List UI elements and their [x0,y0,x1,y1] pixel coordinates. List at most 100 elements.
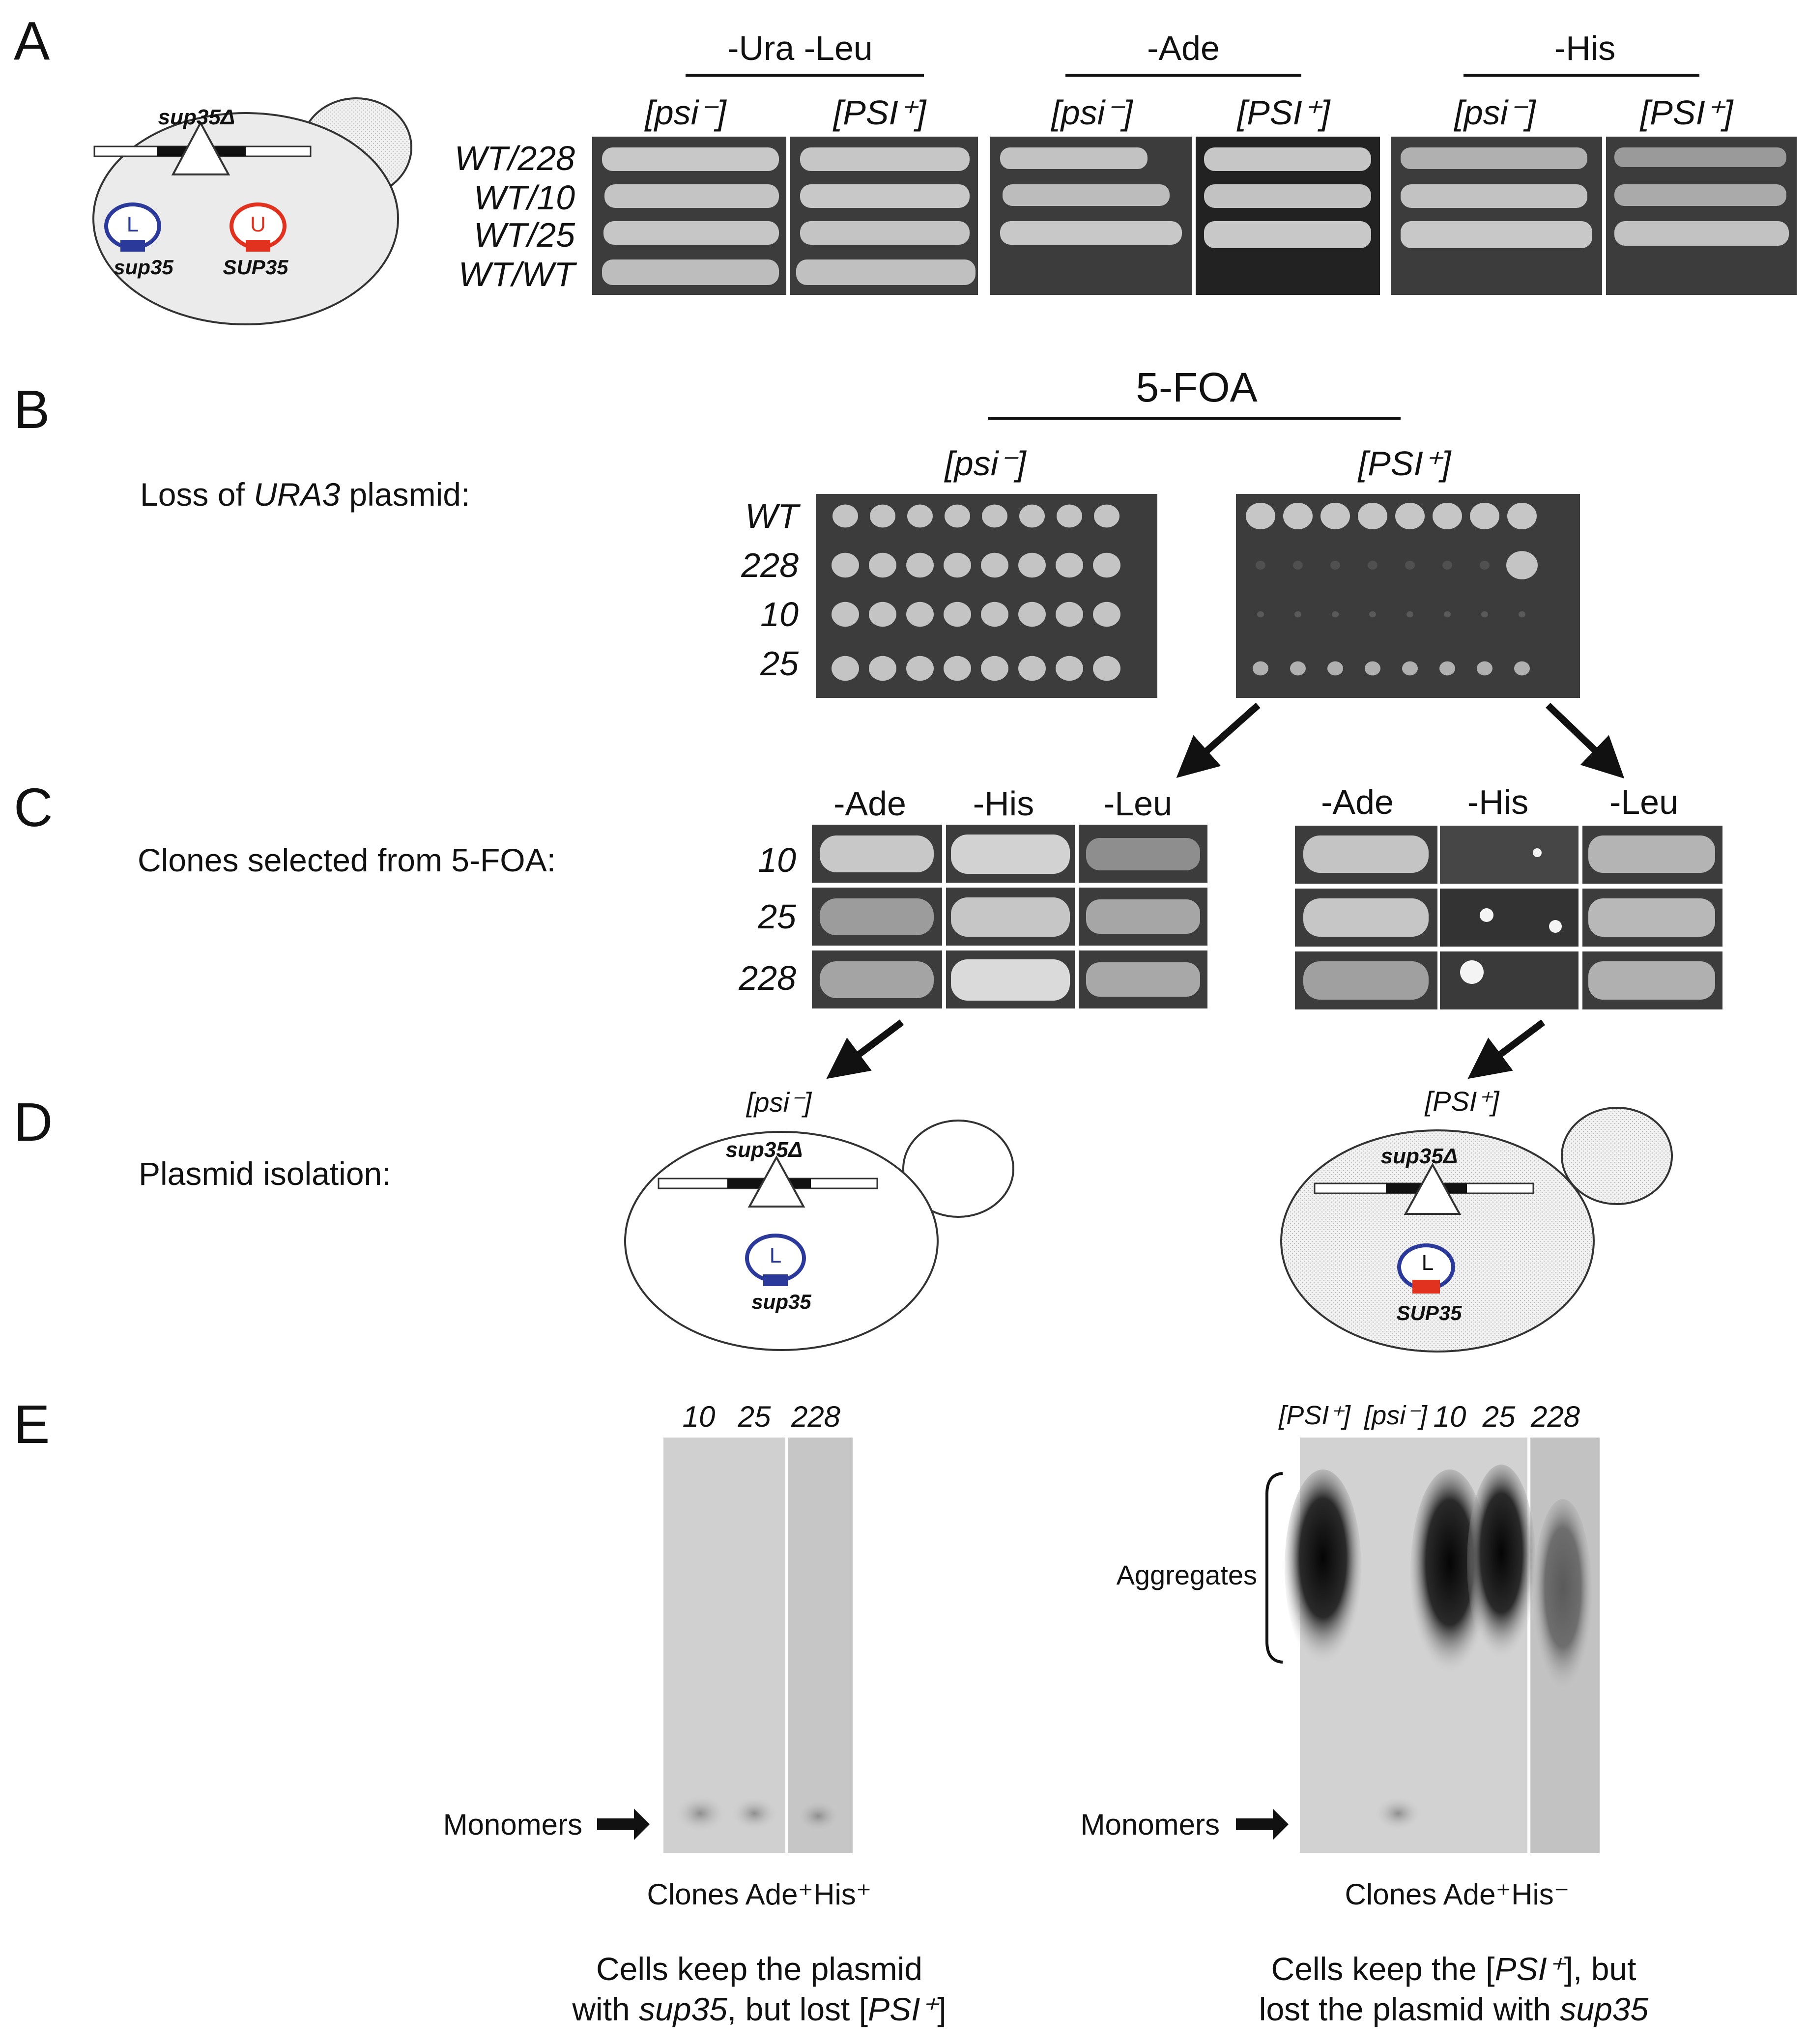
colony-spot [1470,503,1499,529]
colony-spot [1057,504,1082,528]
aggregate-smear [1467,1465,1536,1661]
colony-spot [832,656,859,681]
colony-spot [981,552,1008,578]
colony-spot [1395,503,1425,529]
monomer-band [1374,1796,1423,1831]
colony-spot [1246,503,1275,529]
panel-c-title: Clones selected from 5-FOA: [138,842,556,878]
colony-spot [1507,503,1537,529]
arrow-icon [1546,702,1625,779]
colony-spot [869,602,896,627]
medium-5foa: 5-FOA [1136,364,1258,410]
plate-his-psi-minus [1391,137,1602,295]
clone-label: 228 [739,959,796,997]
colony-spot [832,602,859,627]
plasmid-letter-u: U [250,212,266,236]
strain-label: 25 [760,644,799,683]
plasmid-letter-l: L [1421,1251,1434,1275]
strain-label: WT/10 [473,178,575,217]
colony-spot [1094,504,1119,528]
colony-spot [1056,656,1083,681]
colony-spot [1256,561,1265,570]
plate-ura-leu-psi-plus [790,137,978,295]
colony-spot [1519,611,1525,618]
arrow-icon [826,1019,904,1079]
plasmid-letter-l: L [769,1243,782,1267]
lane-label: 228 [1530,1400,1580,1433]
deletion-triangle [747,1155,805,1208]
panel-b-letter: B [14,379,50,440]
plate-ade-psi-minus [990,137,1192,295]
monomers-label: Monomers [443,1808,582,1841]
colony-spot [869,552,896,578]
panel-a-letter: A [14,11,50,71]
medium-header: -Ura -Leu [727,29,873,67]
colony-spot [1290,661,1306,676]
colony-spot [1406,611,1413,618]
colony-spot [1294,611,1301,618]
note-right-line1: Cells keep the [PSI⁺], but [1271,1951,1636,1987]
state-label: [psi⁻] [945,444,1026,483]
colony-spot [1368,561,1378,570]
state-label: [PSI⁺] [1425,1086,1499,1117]
monomer-band [794,1798,843,1834]
colony-spot [944,602,971,627]
colony-spot [1330,561,1340,570]
state-label: [PSI⁺] [1237,93,1330,132]
state-label: [PSI⁺] [833,93,926,132]
state-label: [PSI⁺] [1640,93,1733,132]
plate-ade-clones-psi-minus [812,825,942,1008]
colony-spot [1019,504,1045,528]
colony-spot [1093,656,1120,681]
note-left-line1: Cells keep the plasmid [596,1951,922,1987]
arrow-icon [597,1809,650,1840]
state-label: [PSI⁺] [1358,444,1451,483]
colony-spot [1093,602,1120,627]
arrow-icon [1176,702,1261,778]
caption-right: Clones Ade⁺His⁻ [1345,1878,1570,1911]
note-left-line2: with sup35, but lost [PSI⁺] [572,1991,947,2027]
colony-spot [1402,661,1418,676]
colony-spot [1481,611,1488,618]
colony-spot [981,656,1008,681]
colony-spot [1257,611,1264,618]
state-label: [psi⁻] [645,93,726,132]
arrow-icon [1236,1809,1289,1840]
colony-spot [1320,503,1350,529]
plasmid-label-SUP35: SUP35 [1396,1301,1462,1324]
colony-spot [1506,551,1538,579]
panel-c-plates [812,825,1722,1009]
colony-spot [1253,661,1268,676]
panel-a-plates [592,137,1797,295]
aggregate-smear [1533,1499,1592,1696]
colony-spot [1018,602,1046,627]
bud-shape [1561,1107,1673,1205]
colony-spot [907,504,933,528]
colony-spot [944,552,971,578]
lane-label: 10 [1433,1400,1466,1433]
colony-spot [1439,661,1455,676]
colony-spot [1358,503,1387,529]
lane-label: 25 [1482,1400,1516,1433]
plate-his-psi-plus [1606,137,1797,295]
aggregate-smear [1410,1469,1489,1676]
strain-label: WT/228 [454,139,575,177]
bracket-icon [1265,1472,1283,1664]
clone-label: 10 [758,841,796,879]
colony-spot [1018,552,1046,578]
colony-spot [981,602,1008,627]
plate-his-clones-psi-minus [946,825,1075,1008]
plate-ade-psi-plus [1196,137,1380,295]
aggregate-smear [1285,1469,1361,1666]
colony-spot [1444,611,1451,618]
colony-spot [1093,552,1120,578]
clone-label: 25 [758,897,796,936]
plasmid-letter-l: L [126,212,139,236]
colony-spot [1327,661,1343,676]
panel-b-plates [816,494,1580,698]
deletion-triangle [171,120,230,175]
plate-leu-clones-psi-plus [1582,826,1722,1009]
medium-header: -Ade [833,784,906,823]
gene-label-d: sup35Δ [725,1138,803,1162]
